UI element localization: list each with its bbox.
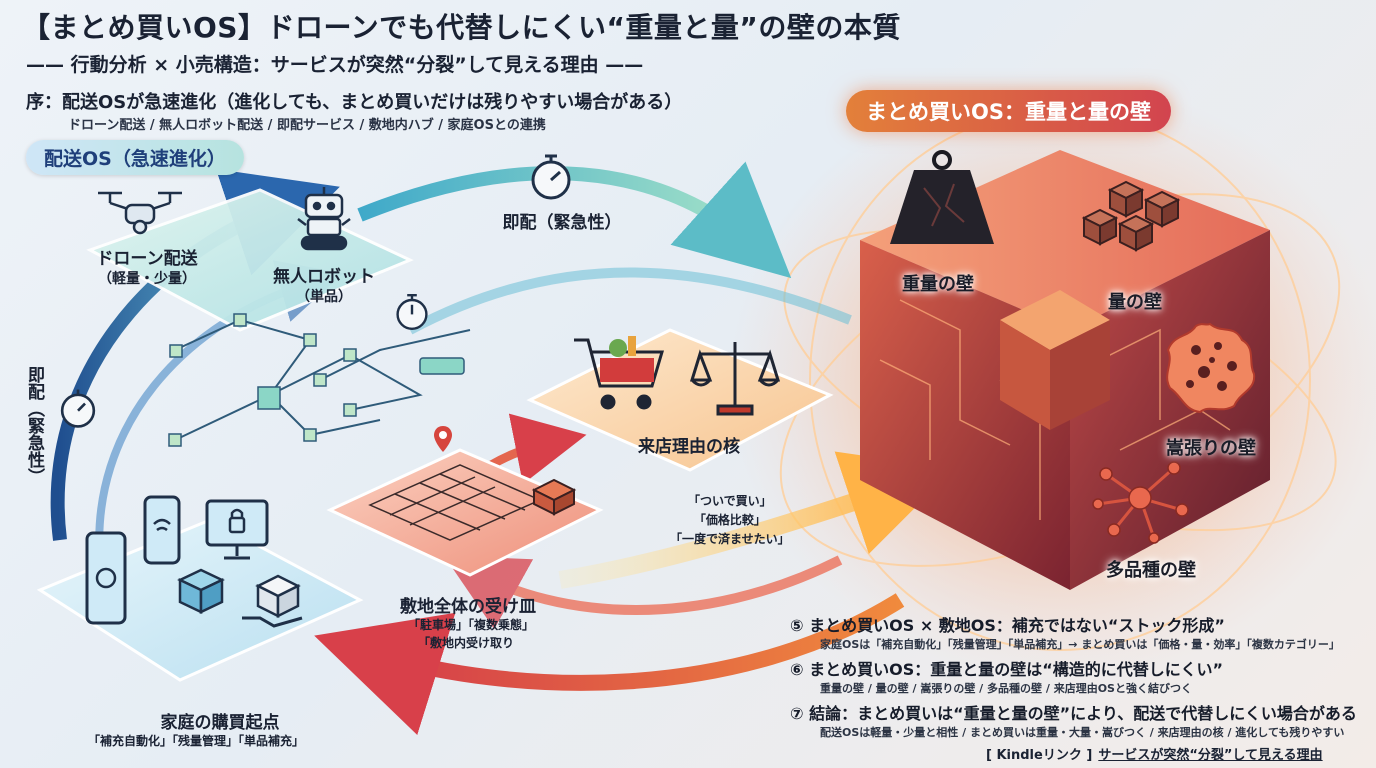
site-sublabel-2: 「敷地内受け取り [418, 636, 515, 650]
stopwatch-icon [396, 294, 428, 330]
flow-mid [407, 267, 852, 335]
flow-site-to-cube [558, 451, 955, 589]
cart-icon [574, 336, 665, 410]
quote-item: 「ついで買い」 [688, 494, 772, 508]
drone-label: ドローン配送 [96, 249, 198, 269]
site-label: 敷地全体の受け皿 [400, 597, 536, 617]
intro-title: 序：配送OSが急速進化（進化しても、まとめ買いだけは残りやすい場合がある） [26, 92, 683, 113]
wall-weight-label: 重量の壁 [902, 274, 974, 295]
page-title: 【まとめ買いOS】ドローンでも代替しにくい“重量と量”の壁の本質 [22, 11, 901, 44]
home-sublabel: 「補充自動化」「残量管理」「単品補充」 [88, 734, 305, 748]
point-6-title: ⑥ まとめ買いOS：重量と量の壁は“構造的に代替しにくい” [790, 660, 1223, 679]
network-nodes [168, 313, 465, 447]
section-pill-bulk-os: まとめ買いOS：重量と量の壁 [846, 90, 1171, 132]
page-subtitle: —— 行動分析 × 小売構造：サービスが突然“分裂”して見える理由 —— [26, 54, 644, 76]
vertical-instant-label: 即配（緊急性） [24, 366, 44, 485]
box-icon [177, 568, 225, 614]
blob-icon [1166, 322, 1256, 414]
drone-sublabel: （軽量・少量） [98, 271, 196, 287]
network-icon [1092, 461, 1189, 544]
kindle-link[interactable]: [ Kindleリンク ] サービスが突然“分裂”して見える理由 [986, 744, 1323, 763]
scale-icon [690, 342, 780, 416]
instant-label: 即配（緊急性） [502, 213, 622, 233]
store-quotes: 「ついで買い」 「価格比較」 「一度で済ませたい」 [670, 492, 790, 549]
hand-box-icon [242, 574, 303, 628]
home-label: 家庭の購買起点 [160, 713, 280, 733]
point-7-title: ⑦ 結論：まとめ買いは“重量と量の壁”により、配送で代替しにくい場合がある [790, 704, 1357, 723]
robot-icon [297, 187, 351, 251]
point-5-desc: 家庭OSは「補充自動化」「残量管理」「単品補充」→ まとめ買いは「価格・量・効率… [820, 638, 1340, 651]
stopwatch-icon [60, 389, 96, 428]
point-5-title: ⑤ まとめ買いOS × 敷地OS：補充ではない“ストック形成” [790, 616, 1225, 635]
weight-icon [890, 150, 994, 244]
wall-volume-label: 量の壁 [1108, 292, 1162, 313]
flow-cube-to-home [314, 593, 905, 735]
section-pill-delivery-os: 配送OS（急速進化） [26, 140, 244, 175]
kindle-link-label: [ Kindleリンク ] [986, 748, 1093, 763]
flow-robot-to-cube [357, 161, 792, 279]
warehouse-icon [531, 478, 577, 516]
point-7-desc: 配送OSは軽量・少量と相性 / まとめ買いは重量・大量・嵩びつく / 来店理由の… [820, 726, 1345, 739]
flow-cube-to-site [443, 555, 843, 630]
point-6-desc: 重量の壁 / 量の壁 / 嵩張りの壁 / 多品種の壁 / 来店理由OSと強く結び… [820, 682, 1192, 695]
map-pin-icon [434, 426, 452, 452]
phone-icon [85, 531, 127, 625]
tablet-icon [143, 495, 181, 565]
stopwatch-icon [531, 154, 571, 200]
wall-bulk-label: 嵩張りの壁 [1166, 438, 1256, 459]
boxes-icon [1081, 180, 1181, 252]
tile-site [326, 448, 604, 577]
store-core-label: 来店理由の核 [638, 437, 740, 457]
robot-sublabel: （単品） [296, 289, 352, 305]
parking-grid [368, 464, 542, 541]
robot-label: 無人ロボット [273, 267, 375, 287]
drone-icon [98, 191, 182, 235]
monitor-icon [205, 499, 269, 560]
site-sublabel-1: 「駐車場」「複数乗態」 [408, 618, 535, 632]
wall-variety-label: 多品種の壁 [1106, 560, 1196, 581]
quote-item: 「一度で済ませたい」 [670, 532, 790, 546]
quote-item: 「価格比較」 [693, 513, 766, 527]
intro-sub: ドローン配送 / 無人ロボット配送 / 即配サービス / 敷地内ハブ / 家庭O… [68, 118, 546, 133]
kindle-link-title[interactable]: サービスが突然“分裂”して見える理由 [1098, 748, 1323, 763]
